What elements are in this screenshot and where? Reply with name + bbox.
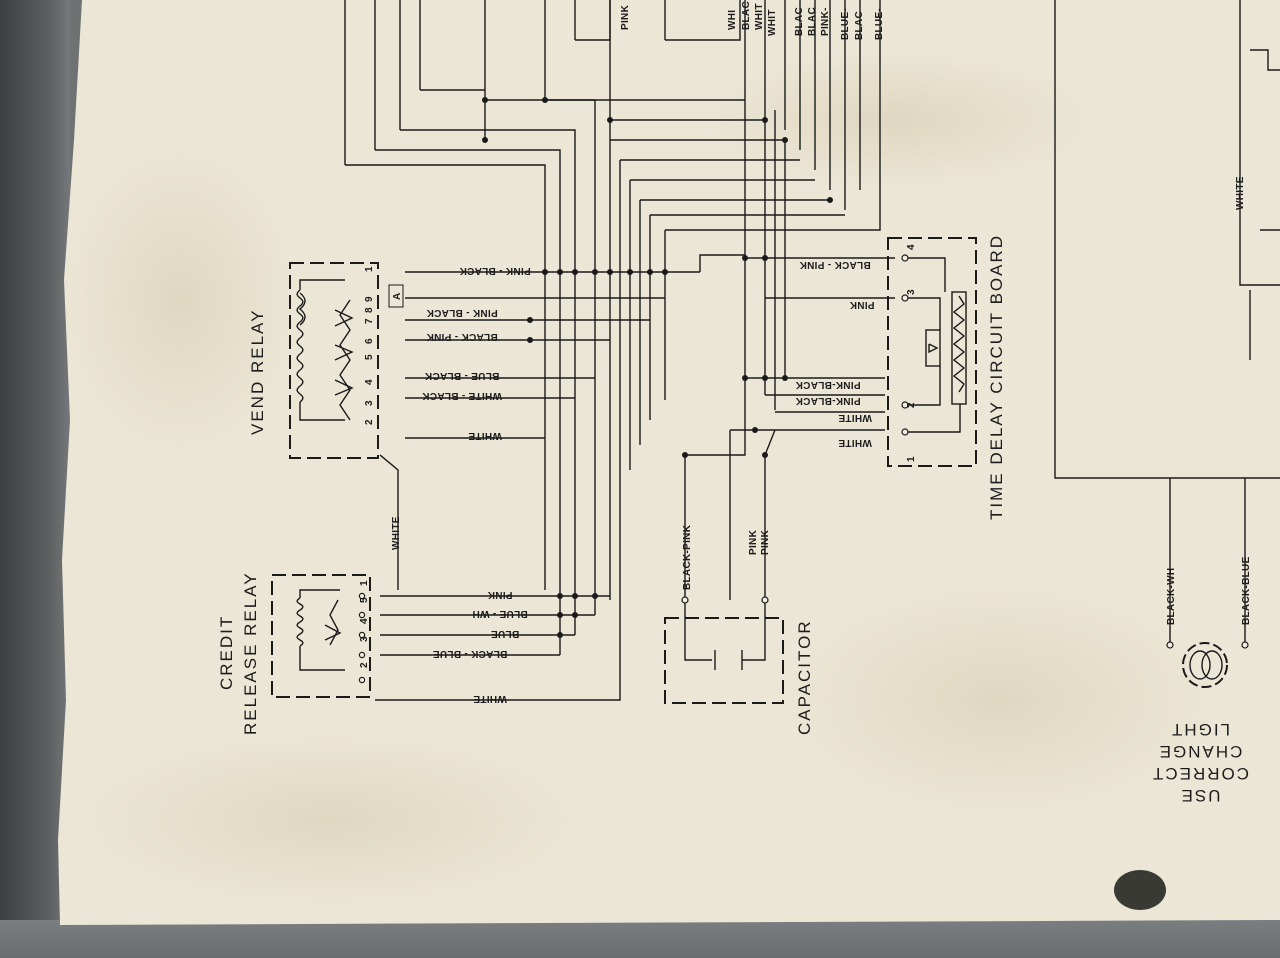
capacitor-wire-label-1: BLACK-PINK: [682, 524, 693, 590]
top-label-6: BLAC: [794, 7, 805, 36]
top-label-8: PINK-: [820, 7, 831, 36]
time-delay-terminal-4: 4: [906, 244, 917, 250]
vend-relay-contact-a: A: [392, 292, 403, 300]
vend-relay-terminal-1: 1: [364, 266, 375, 272]
capacitor-wire-label-2: PINK: [748, 529, 759, 555]
credit-wire-label-4: BLACK - BLUE: [433, 648, 508, 659]
top-label-4: WHIT: [754, 3, 765, 30]
top-label-11: BLUE-: [874, 8, 885, 40]
time-delay-board: 4 3 2 1 TIME DELAY CIRCUIT BOARD: [887, 234, 1006, 520]
vend-relay-wire-labels: PINK - BLACK PINK - BLACK BLACK - PINK B…: [422, 265, 531, 441]
vend-wire-label-6: WHITE: [468, 430, 502, 441]
top-label-10: BLAC: [854, 11, 865, 40]
credit-relay-title-line2: RELEASE RELAY: [241, 571, 260, 735]
time-delay-terminal-3: 3: [906, 289, 917, 295]
time-delay-wire-label-1: BLACK - PINK: [799, 259, 871, 270]
credit-wire-label-1: PINK: [487, 589, 513, 600]
vend-relay-terminal-9: 9: [364, 296, 375, 302]
top-wire-labels: PINK WHI BLAC WHIT WHIT BLAC BLAC PINK- …: [620, 1, 885, 40]
junction-dots: [482, 97, 833, 638]
vend-wire-label-5: WHITE - BLACK: [422, 390, 502, 401]
vend-relay-terminal-2: 2: [364, 419, 375, 425]
time-delay-wire-label-2: PINK: [849, 299, 875, 310]
time-delay-wire-label-5: WHITE: [838, 412, 872, 423]
vend-relay-contacts: [334, 299, 354, 421]
credit-relay-terminal-3: 3: [359, 636, 370, 642]
background-edge: [0, 0, 70, 958]
credit-relay-terminal-5: 5: [359, 597, 370, 603]
credit-wire-label-3: BLUE: [491, 628, 519, 639]
credit-relay-terminal-4: 4: [359, 618, 370, 624]
credit-relay-terminal-1: 1: [359, 580, 370, 586]
change-light-title-line1: USE: [1180, 786, 1221, 805]
vend-relay-title: VEND RELAY: [248, 309, 267, 435]
vend-relay-terminal-6: 6: [364, 338, 375, 344]
credit-link-wire-label: WHITE: [391, 516, 402, 550]
change-light: BLACK-WH BLACK-BLUE USE CORRECT CHANGE L…: [1151, 556, 1252, 805]
right-panel-label-white: WHITE: [1235, 176, 1246, 210]
vend-relay-terminal-3: 3: [364, 400, 375, 406]
vend-relay-terminal-4: 4: [364, 379, 375, 385]
top-label-3: BLAC: [741, 1, 752, 30]
vend-relay-terminal-7: 7: [364, 318, 375, 324]
vend-relay-terminal-5: 5: [364, 354, 375, 360]
dirt-spot: [1114, 870, 1166, 910]
capacitor: CAPACITOR BLACK-PINK PINK PINK: [664, 524, 814, 735]
credit-release-relay: 1 5 4 3 2 CREDIT RELEASE RELAY: [217, 571, 371, 735]
vend-relay: 1 9 8 7 6 5 4 3 2 A VEND RELAY: [248, 262, 404, 459]
change-light-wire-label-1: BLACK-WH: [1166, 568, 1177, 625]
wire-bundle: [344, 0, 895, 701]
top-label-9: BLUE-: [840, 8, 851, 40]
change-light-title-line3: CHANGE: [1158, 742, 1243, 761]
credit-wire-label-2: BLUE - WH: [472, 608, 527, 619]
time-delay-wire-label-3: PINK-BLACK: [795, 379, 861, 390]
background-bottom: [0, 920, 1280, 958]
right-panel-label-ht-2: HT: [1278, 348, 1280, 367]
credit-relay-title-line1: CREDIT: [217, 615, 236, 690]
credit-relay-terminal-2: 2: [359, 662, 370, 668]
vend-wire-label-2: PINK - BLACK: [426, 307, 498, 318]
vend-relay-coil: [296, 279, 345, 421]
capacitor-title: CAPACITOR: [795, 619, 814, 735]
change-light-title-line2: CORRECT: [1151, 764, 1249, 783]
top-label-7: BLAC: [807, 7, 818, 36]
top-label-1: PINK: [620, 4, 631, 30]
vend-wire-label-1: PINK - BLACK: [459, 265, 531, 276]
time-delay-wire-label-4: PINK-BLACK: [795, 395, 861, 406]
top-label-5: WHIT: [767, 9, 778, 36]
change-light-title-line4: LIGHT: [1170, 720, 1230, 739]
change-light-wire-label-2: BLACK-BLUE: [1241, 556, 1252, 625]
right-panel: WHITE HT HT: [1054, 0, 1280, 645]
top-label-2: WHI: [727, 10, 738, 30]
time-delay-wire-label-6: WHITE: [838, 437, 872, 448]
capacitor-wire-label-3: PINK: [760, 529, 771, 555]
vend-wire-label-4: BLUE - BLACK: [424, 370, 499, 381]
vend-wire-label-3: BLACK - PINK: [426, 331, 498, 342]
credit-relay-wire-labels: PINK BLUE - WH BLUE BLACK - BLUE WHITE W…: [391, 516, 528, 704]
time-delay-terminal-1: 1: [906, 456, 917, 462]
credit-wire-label-5: WHITE: [473, 693, 507, 704]
time-delay-terminal-2: 2: [906, 402, 917, 408]
time-delay-wire-labels: BLACK - PINK PINK PINK-BLACK PINK-BLACK …: [795, 259, 875, 448]
right-panel-label-ht-1: HT: [1278, 108, 1280, 127]
time-delay-title: TIME DELAY CIRCUIT BOARD: [987, 234, 1006, 520]
vend-relay-terminal-8: 8: [364, 307, 375, 313]
